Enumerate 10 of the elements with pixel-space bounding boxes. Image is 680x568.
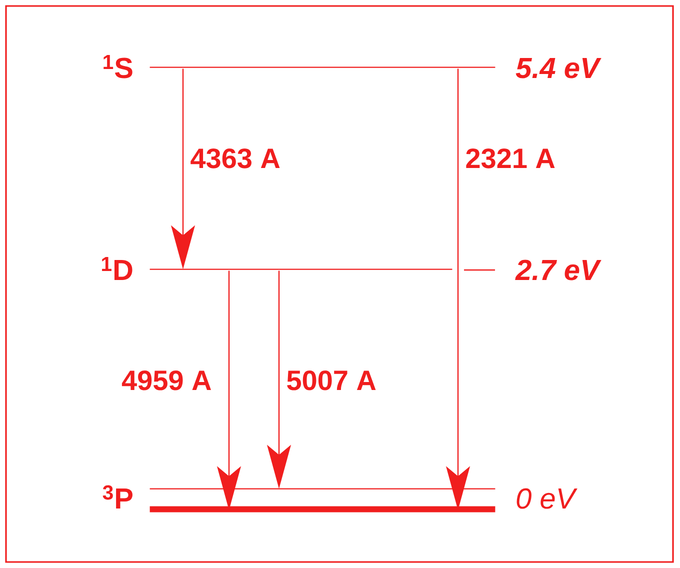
energy-value: 2.7 eV bbox=[515, 260, 602, 280]
energy-value: 0 eV bbox=[516, 488, 578, 509]
energy-value: 5.4 eV bbox=[516, 58, 602, 78]
energy-level: $^{3}$P bbox=[102, 485, 496, 512]
edge-label: 4363 A bbox=[190, 148, 280, 168]
edge-label: 4959 A bbox=[122, 370, 212, 390]
energy-level: $^{1}$D bbox=[102, 257, 452, 280]
energy-level: $^{1}$S bbox=[104, 55, 496, 78]
edge-label: 5007 A bbox=[287, 370, 376, 390]
edge-label: 2321 A bbox=[466, 148, 555, 168]
